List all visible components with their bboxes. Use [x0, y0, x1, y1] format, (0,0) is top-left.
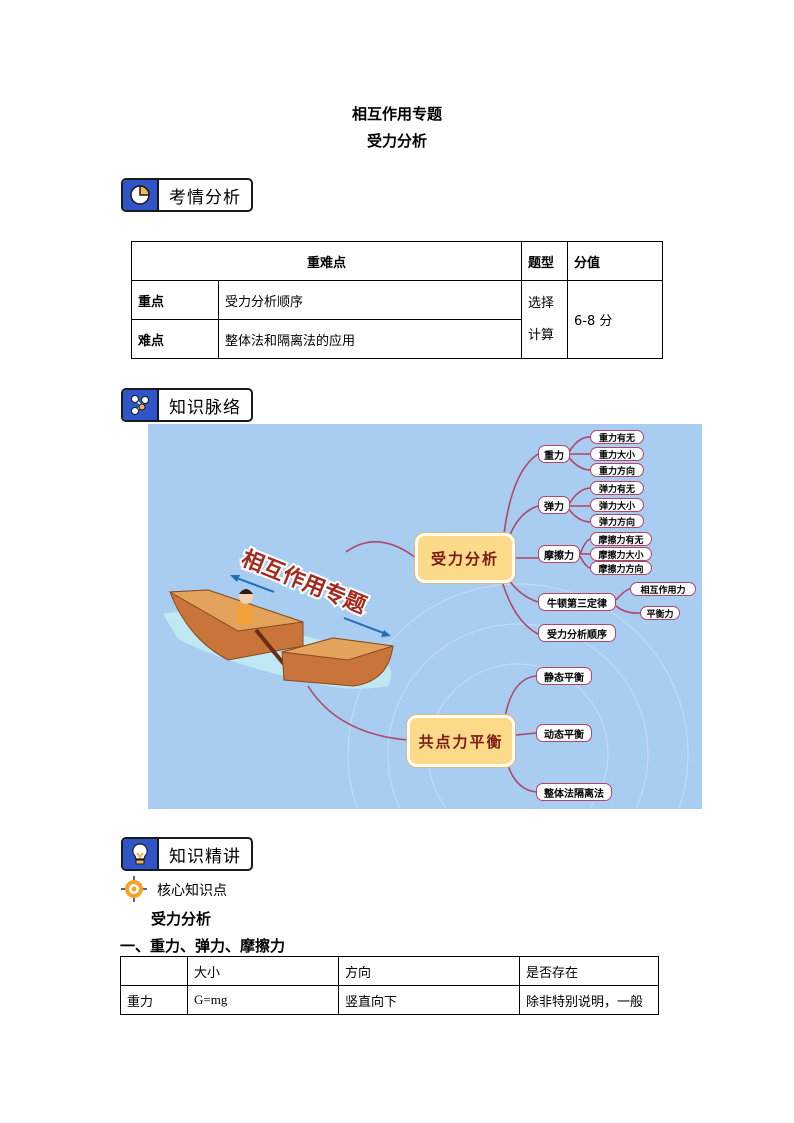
force-table: 大小 方向 是否存在 重力 G=mg 竖直向下 除非特别说明，一般: [120, 956, 659, 1015]
network-nodes-icon: [123, 390, 159, 420]
table-cell: 除非特别说明，一般: [519, 985, 659, 1015]
header-cell: 是否存在: [519, 956, 659, 986]
target-icon: [121, 876, 147, 902]
section-label: 考情分析: [169, 187, 241, 208]
page-title: 相互作用专题: [351, 105, 442, 123]
header-cell: 重难点: [131, 241, 522, 281]
question-type: 选择: [528, 295, 555, 311]
exam-analysis-table: 重难点 题型 分值 重点 受力分析顺序 选择 计算 6-8 分 难点 整体法和隔…: [131, 241, 663, 359]
section-badge-knowledge-map: 知识脉络: [121, 388, 253, 422]
mindmap-leaf: 摩擦力方向: [590, 561, 652, 575]
pie-chart-icon: [123, 180, 159, 210]
mindmap-main-node: 受力分析: [415, 533, 515, 583]
page-subtitle: 受力分析: [366, 132, 427, 150]
mindmap-branch: 整体法隔离法: [536, 783, 612, 801]
section-label: 知识脉络: [169, 397, 241, 418]
lightbulb-icon: [123, 839, 159, 869]
mindmap-branch: 动态平衡: [536, 724, 592, 742]
mindmap-leaf: 弹力大小: [590, 498, 644, 512]
section-heading: 一、重力、弹力、摩擦力: [120, 937, 286, 955]
row-label: 难点: [131, 319, 219, 359]
mindmap-branch: 重力: [538, 445, 570, 463]
mindmap-image: 相互作用专题 受力分析 共点力平衡 重力 重力有无 重力大小 重力方向 弹力 弹…: [148, 424, 702, 809]
mindmap-leaf: 弹力有无: [590, 481, 644, 495]
mindmap-leaf: 重力方向: [590, 463, 644, 477]
mindmap-branch: 摩擦力: [538, 545, 580, 563]
section-badge-exam-analysis: 考情分析: [121, 178, 253, 212]
question-type-cell: 选择 计算: [521, 280, 568, 359]
core-knowledge-label: 核心知识点: [157, 883, 227, 899]
mindmap-leaf: 摩擦力大小: [590, 547, 652, 561]
question-type: 计算: [528, 327, 555, 343]
header-cell: [120, 956, 188, 986]
section-badge-knowledge-lecture: 知识精讲: [121, 837, 253, 871]
header-cell: 分值: [567, 241, 663, 281]
topic-title: 受力分析: [151, 910, 212, 928]
mindmap-branch: 牛顿第三定律: [538, 593, 616, 611]
mindmap-main-node: 共点力平衡: [407, 715, 515, 767]
mindmap-leaf: 相互作用力: [630, 582, 696, 596]
score-cell: 6-8 分: [567, 280, 663, 359]
mindmap-leaf: 弹力方向: [590, 514, 644, 528]
table-cell: G=mg: [187, 985, 339, 1015]
mindmap-branch: 静态平衡: [536, 667, 592, 685]
mindmap-branch: 受力分析顺序: [538, 624, 616, 642]
header-cell: 方向: [338, 956, 520, 986]
section-label: 知识精讲: [169, 846, 241, 867]
mindmap-leaf: 摩擦力有无: [590, 532, 652, 546]
mindmap-leaf: 重力大小: [590, 447, 644, 461]
mindmap-leaf: 平衡力: [640, 606, 680, 620]
table-cell: 竖直向下: [338, 985, 520, 1015]
header-cell: 题型: [521, 241, 568, 281]
mindmap-branch: 弹力: [538, 496, 570, 514]
row-label: 重点: [131, 280, 219, 320]
header-cell: 大小: [187, 956, 339, 986]
table-cell: 重力: [120, 985, 188, 1015]
row-content: 受力分析顺序: [218, 280, 522, 320]
row-content: 整体法和隔离法的应用: [218, 319, 522, 359]
mindmap-leaf: 重力有无: [590, 430, 644, 444]
